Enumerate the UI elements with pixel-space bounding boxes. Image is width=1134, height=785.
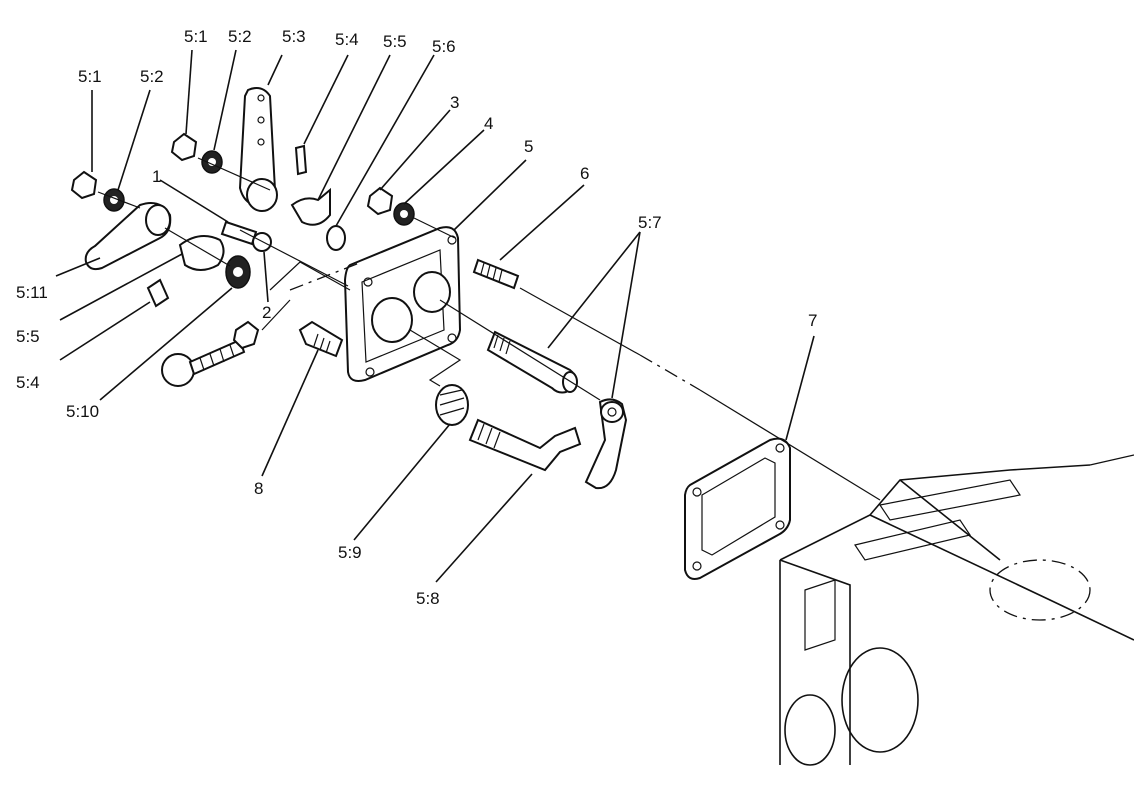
callout-5-3: 5:3 — [282, 27, 306, 46]
callout-5-11: 5:11 — [16, 283, 48, 302]
stud-part-6 — [472, 258, 520, 290]
bolt-part-8 — [298, 320, 344, 358]
callout-5-2-top: 5:2 — [228, 27, 252, 46]
axis-lines — [97, 157, 881, 501]
callout-5-9: 5:9 — [338, 543, 362, 562]
nut-washer-parts-3-4 — [366, 186, 415, 226]
callout-5-5-left: 5:5 — [16, 327, 40, 346]
callout-5-8: 5:8 — [416, 589, 440, 608]
callout-4: 4 — [484, 114, 493, 133]
callout-6: 6 — [580, 164, 589, 183]
callout-5-10: 5:10 — [66, 402, 99, 421]
shaft-part-5-8 — [468, 418, 582, 472]
callout-5-4-top: 5:4 — [335, 30, 359, 49]
screw-assembly — [161, 320, 260, 387]
callout-5-2-left: 5:2 — [140, 67, 164, 86]
lever-part-5-7 — [584, 398, 628, 490]
callout-5-5-top: 5:5 — [383, 32, 407, 51]
callout-5-4-left: 5:4 — [16, 373, 40, 392]
spring-part-5-9 — [435, 384, 469, 426]
leader-lines — [55, 49, 815, 583]
callout-7: 7 — [808, 311, 817, 330]
callout-5-1-top: 5:1 — [184, 27, 208, 46]
callout-5-1-left: 5:1 — [78, 67, 102, 86]
left-arm-assembly — [70, 170, 272, 308]
callout-2: 2 — [262, 303, 271, 322]
callout-5-6: 5:6 — [432, 37, 456, 56]
callout-5: 5 — [524, 137, 533, 156]
gasket-part-7 — [684, 437, 791, 580]
callout-labels: 5:1 5:2 5:1 5:2 5:3 5:4 5:5 5:6 3 4 5 6 … — [16, 27, 817, 608]
callout-8: 8 — [254, 479, 263, 498]
callout-3: 3 — [450, 93, 459, 112]
shaft-part-5-7 — [486, 330, 578, 394]
callout-1: 1 — [152, 167, 161, 186]
upper-arm-assembly — [170, 87, 346, 251]
engine-block — [779, 454, 1134, 766]
callout-5-7: 5:7 — [638, 213, 662, 232]
cover-plate-part-5 — [343, 226, 462, 382]
